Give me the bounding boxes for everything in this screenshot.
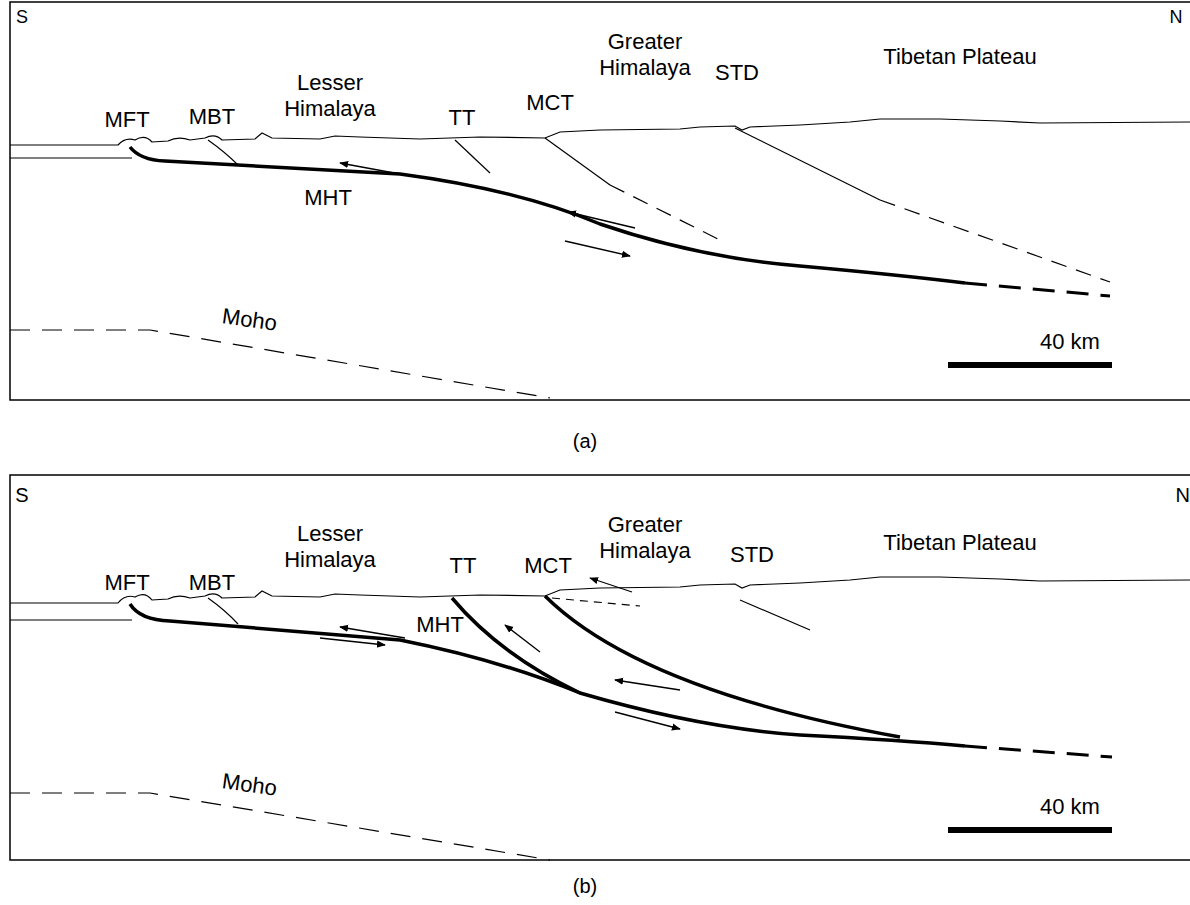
fault-label: MCT bbox=[526, 90, 574, 116]
zone-label: Lesser Himalaya bbox=[265, 521, 395, 574]
panel-caption: (a) bbox=[573, 429, 597, 453]
fault-label: STD bbox=[715, 60, 759, 86]
direction-label: N bbox=[1170, 7, 1183, 29]
scale-label: 40 km bbox=[1040, 794, 1100, 820]
fault-label: MHT bbox=[416, 612, 464, 638]
direction-label: S bbox=[16, 7, 28, 29]
direction-label: S bbox=[15, 483, 28, 507]
fault-label: STD bbox=[730, 542, 774, 568]
boundary-label: Moho bbox=[221, 768, 279, 802]
boundary-label: Moho bbox=[221, 303, 279, 337]
fault-label: MCT bbox=[524, 553, 572, 579]
fault-label: MFT bbox=[104, 570, 149, 596]
zone-label: Lesser Himalaya bbox=[265, 70, 395, 123]
fault-label: MBT bbox=[189, 570, 235, 596]
fault-label: TT bbox=[450, 553, 477, 579]
zone-label: Tibetan Plateau bbox=[883, 530, 1036, 556]
panel-caption: (b) bbox=[573, 874, 597, 898]
fault-label: MBT bbox=[189, 104, 235, 130]
direction-label: N bbox=[1176, 483, 1190, 507]
fault-label: MFT bbox=[104, 107, 149, 133]
fault-label: TT bbox=[449, 105, 476, 131]
scale-label: 40 km bbox=[1040, 329, 1100, 355]
fault-label: MHT bbox=[304, 185, 352, 211]
zone-label: Greater Himalaya bbox=[580, 512, 710, 565]
zone-label: Greater Himalaya bbox=[580, 29, 710, 82]
zone-label: Tibetan Plateau bbox=[883, 44, 1036, 70]
